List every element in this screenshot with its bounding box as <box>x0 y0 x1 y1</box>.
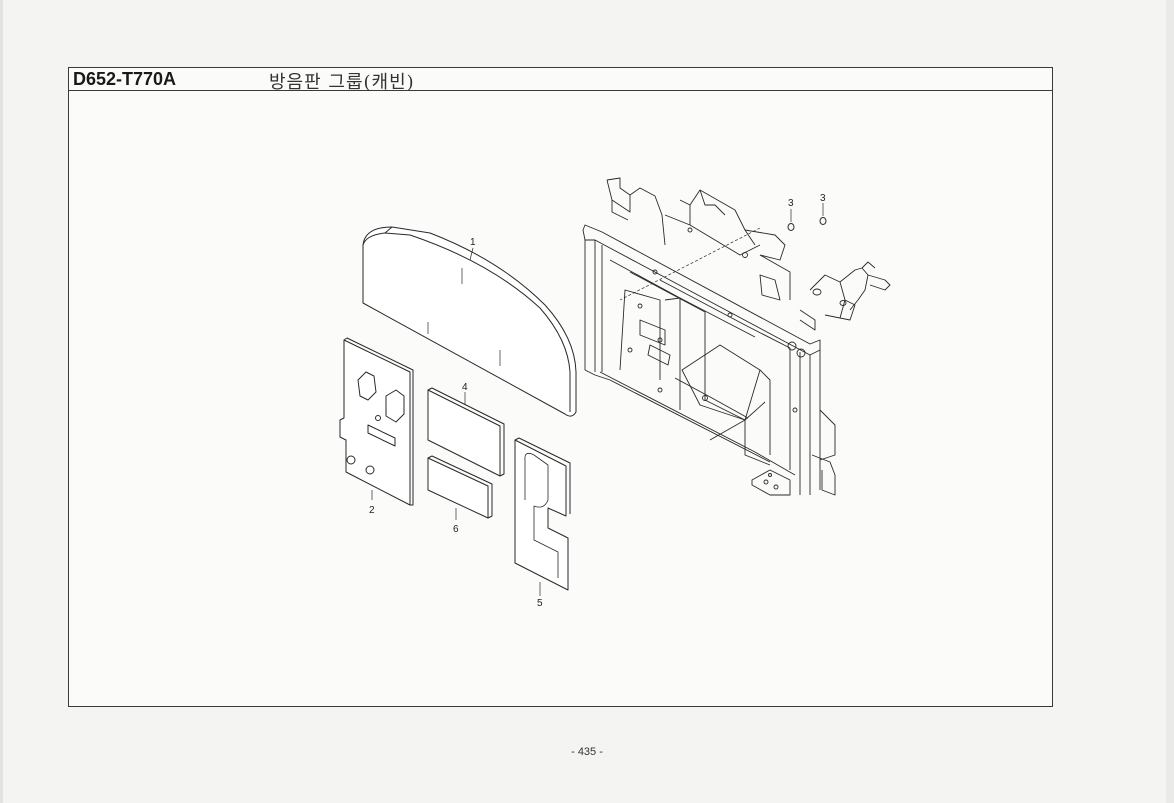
page-number: - 435 - <box>571 746 603 758</box>
title-bar: D652-T770A 방음판 그룹(캐빈) <box>69 68 1052 93</box>
part-group-title: 방음판 그룹(캐빈) <box>269 72 415 93</box>
part-5-seal-plate <box>514 437 571 591</box>
callout-6: 6 <box>453 524 459 535</box>
scan-edge-right <box>1166 0 1174 803</box>
callout-1: 1 <box>470 237 476 248</box>
leader-lines <box>371 203 824 596</box>
part-group-code: D652-T770A <box>73 69 177 89</box>
part-4-pad <box>427 387 505 477</box>
part-3-fasteners <box>787 217 827 231</box>
callout-4: 4 <box>462 382 468 393</box>
callout-2: 2 <box>369 505 375 516</box>
scan-edge-left <box>0 0 3 803</box>
callout-3-left: 3 <box>788 198 794 209</box>
callout-5: 5 <box>537 598 543 609</box>
cabin-frame-assembly <box>582 177 891 496</box>
part-1-soundproof-panel <box>362 226 577 417</box>
part-2-cutout-panel <box>339 337 414 506</box>
callout-3-right: 3 <box>820 193 826 204</box>
part-6-pad <box>427 455 493 519</box>
